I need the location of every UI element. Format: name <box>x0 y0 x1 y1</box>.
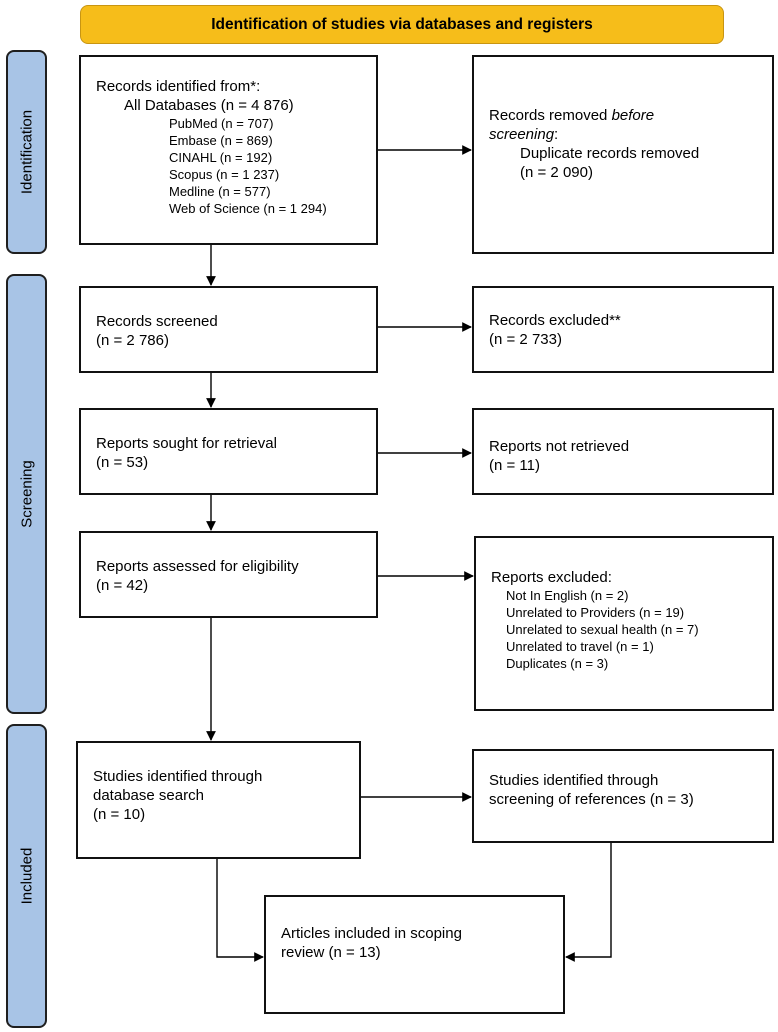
reports-assessed-box: Reports assessed for eligibility (n = 42… <box>79 531 378 618</box>
database-pubmed: PubMed (n = 707) <box>169 116 274 131</box>
stage-screening-label: Screening <box>18 460 35 528</box>
duplicates-removed-label: Duplicate records removed <box>520 145 700 162</box>
articles-included-box: Articles included in scoping review (n =… <box>264 895 565 1014</box>
reports-excluded-box: Reports excluded: Not In English (n = 2)… <box>474 536 774 711</box>
records-heading: Records identified from*: <box>96 78 261 95</box>
exclusion-reason: Not In English (n = 2) <box>506 588 629 603</box>
database-studies-line-2: database search <box>93 787 204 804</box>
reports-not-retrieved-count: (n = 11) <box>489 457 540 474</box>
records-all-databases: All Databases (n = 4 876) <box>124 97 294 114</box>
arrow-database-to-articles <box>216 859 264 962</box>
duplicates-removed-count: (n = 2 090) <box>520 164 593 181</box>
reports-assessed-label: Reports assessed for eligibility <box>96 558 299 575</box>
records-screened-count: (n = 2 786) <box>96 332 169 349</box>
database-list: PubMed (n = 707) Embase (n = 869) CINAHL… <box>96 115 376 217</box>
reports-sought-label: Reports sought for retrieval <box>96 435 277 452</box>
stage-screening: Screening <box>6 274 47 714</box>
articles-included-line-1: Articles included in scoping <box>281 925 462 942</box>
reports-sought-box: Reports sought for retrieval (n = 53) <box>79 408 378 495</box>
records-removed-box: Records removed before screening: Duplic… <box>472 55 774 254</box>
reference-studies-box: Studies identified through screening of … <box>472 749 774 843</box>
articles-included-line-2: review (n = 13) <box>281 944 381 961</box>
database-web-of-science: Web of Science (n = 1 294) <box>169 201 327 216</box>
stage-included-label: Included <box>18 847 35 905</box>
database-studies-line-1: Studies identified through <box>93 768 263 785</box>
reference-studies-line-2: screening of references (n = 3) <box>489 791 694 808</box>
removed-line-2: screening: <box>489 126 559 143</box>
records-excluded-label: Records excluded** <box>489 312 621 329</box>
exclusion-reason: Duplicates (n = 3) <box>506 656 609 671</box>
stage-identification: Identification <box>6 50 47 254</box>
exclusion-reason: Unrelated to travel (n = 1) <box>506 639 654 654</box>
database-studies-count: (n = 10) <box>93 806 146 823</box>
stage-included: Included <box>6 724 47 1028</box>
exclusion-reason: Unrelated to Providers (n = 19) <box>506 605 685 620</box>
arrow-references-to-articles <box>565 843 612 962</box>
records-excluded-box: Records excluded** (n = 2 733) <box>472 286 774 373</box>
exclusion-reasons-list: Not In English (n = 2) Unrelated to Prov… <box>491 587 772 672</box>
removed-line-1: Records removed before <box>489 107 655 124</box>
database-scopus: Scopus (n = 1 237) <box>169 167 280 182</box>
header-title: Identification of studies via databases … <box>211 15 593 33</box>
database-cinahl: CINAHL (n = 192) <box>169 150 273 165</box>
diagram-header: Identification of studies via databases … <box>80 5 724 44</box>
records-excluded-count: (n = 2 733) <box>489 331 562 348</box>
database-medline: Medline (n = 577) <box>169 184 271 199</box>
database-studies-box: Studies identified through database sear… <box>76 741 361 859</box>
reports-not-retrieved-label: Reports not retrieved <box>489 438 630 455</box>
reports-not-retrieved-box: Reports not retrieved (n = 11) <box>472 408 774 495</box>
reports-assessed-count: (n = 42) <box>96 577 149 594</box>
records-identified-box: Records identified from*: All Databases … <box>79 55 378 245</box>
exclusion-reason: Unrelated to sexual health (n = 7) <box>506 622 699 637</box>
database-embase: Embase (n = 869) <box>169 133 273 148</box>
reports-sought-count: (n = 53) <box>96 454 149 471</box>
records-screened-box: Records screened (n = 2 786) <box>79 286 378 373</box>
reports-excluded-heading: Reports excluded: <box>491 569 612 586</box>
reference-studies-line-1: Studies identified through <box>489 772 659 789</box>
stage-identification-label: Identification <box>18 109 35 195</box>
records-screened-label: Records screened <box>96 313 218 330</box>
